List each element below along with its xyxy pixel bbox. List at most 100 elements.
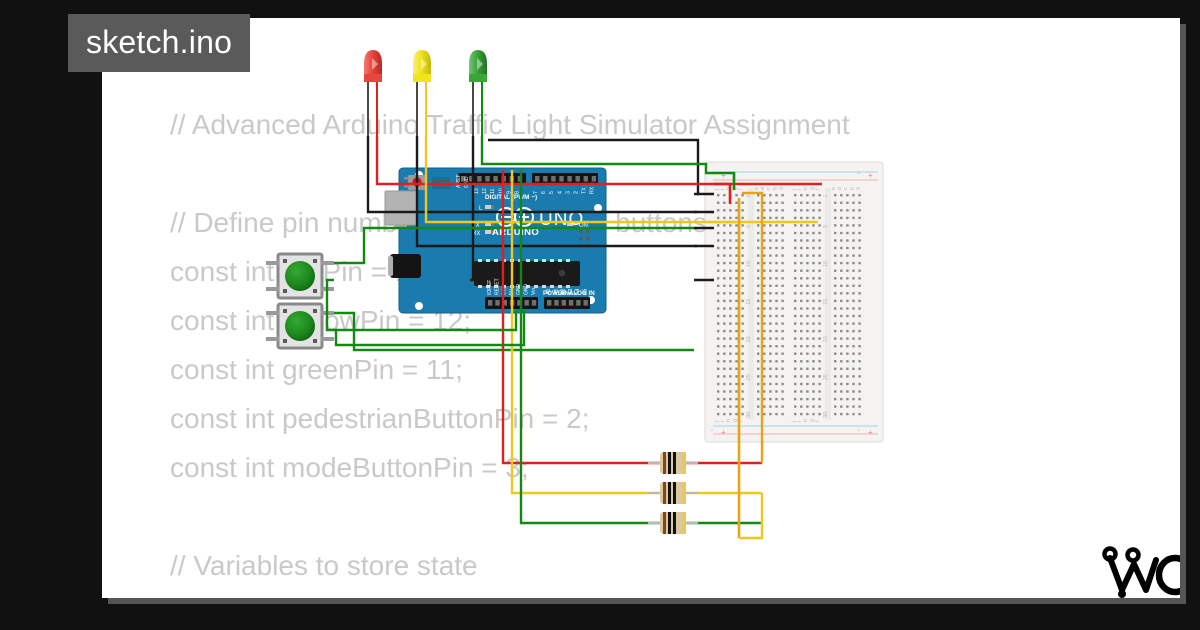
- wire-green-gnd-button1: [325, 278, 518, 332]
- led-red[interactable]: [364, 50, 382, 136]
- wire-green-led-anode: [480, 136, 719, 175]
- svg-text:a: a: [855, 186, 861, 190]
- svg-text:f: f: [738, 188, 744, 190]
- svg-text:+: +: [721, 428, 726, 437]
- wokwi-logo: [1102, 542, 1180, 598]
- led-yellow[interactable]: [413, 50, 431, 136]
- svg-text:+: +: [868, 428, 873, 437]
- svg-text:3: 3: [565, 191, 571, 194]
- resistor-yellow[interactable]: [642, 482, 762, 504]
- svg-text:A0: A0: [546, 289, 552, 295]
- file-tab[interactable]: sketch.ino: [68, 14, 251, 72]
- wire-green-button2: [334, 311, 694, 352]
- breadboard-right-half: − + − +: [802, 171, 878, 437]
- svg-text:j: j: [714, 189, 720, 191]
- svg-text:5: 5: [746, 225, 752, 228]
- svg-text:15: 15: [746, 299, 752, 305]
- aref-label: AREF: [456, 174, 462, 188]
- gnd-label-digital: GND: [464, 176, 470, 188]
- svg-text:13: 13: [474, 188, 480, 194]
- svg-text:j: j: [791, 189, 797, 191]
- svg-text:5: 5: [549, 191, 555, 194]
- svg-text:1: 1: [823, 194, 829, 197]
- svg-text:12: 12: [482, 188, 488, 194]
- svg-text:5: 5: [823, 225, 829, 228]
- svg-text:L: L: [479, 206, 483, 212]
- svg-text:i: i: [797, 189, 803, 190]
- pushbutton-mode[interactable]: [266, 302, 334, 350]
- wire-black-yellow-led: [415, 136, 697, 248]
- svg-text:h: h: [726, 419, 732, 422]
- wire-orange-rail: [742, 191, 764, 463]
- circuit-schematic[interactable]: − + − + − + −: [102, 18, 1180, 598]
- svg-text:A1: A1: [553, 289, 559, 295]
- wire-yellow-resistor-feed: [510, 170, 642, 495]
- bb-terminations: [714, 171, 736, 224]
- status-leds: L TX RX ON: [472, 205, 588, 237]
- analog-header-label: ANALOG IN: [560, 290, 595, 297]
- svg-text:4: 4: [557, 191, 563, 194]
- svg-text:6: 6: [541, 191, 547, 194]
- svg-text:d: d: [837, 187, 843, 190]
- svg-text:j: j: [791, 421, 797, 423]
- analog-header[interactable]: [544, 297, 590, 309]
- svg-text:e: e: [754, 187, 760, 190]
- svg-text:A2: A2: [561, 289, 567, 295]
- svg-text:25: 25: [823, 374, 829, 380]
- svg-text:i: i: [720, 189, 726, 190]
- svg-text:8: 8: [515, 191, 521, 194]
- resistor-green[interactable]: [642, 512, 762, 534]
- svg-text:20: 20: [823, 336, 829, 342]
- led-green[interactable]: [469, 50, 487, 136]
- svg-text:ON: ON: [579, 223, 588, 229]
- svg-text:d: d: [760, 187, 766, 190]
- power-jack: [388, 254, 421, 278]
- resistor-red[interactable]: [642, 452, 762, 474]
- svg-text:f: f: [815, 420, 821, 422]
- svg-text:i: i: [720, 421, 726, 422]
- svg-text:+: +: [721, 171, 726, 180]
- svg-text:g: g: [732, 419, 738, 422]
- svg-text:Vin: Vin: [531, 288, 537, 295]
- svg-text:30: 30: [746, 412, 752, 418]
- svg-text:GND: GND: [516, 284, 522, 296]
- svg-text:−: −: [857, 428, 861, 434]
- svg-text:A5: A5: [583, 289, 589, 295]
- svg-text:i: i: [797, 421, 803, 422]
- pushbutton-pedestrian[interactable]: [266, 252, 334, 300]
- svg-text:−: −: [710, 428, 714, 434]
- svg-text:a: a: [778, 186, 784, 190]
- svg-text:c: c: [766, 187, 772, 190]
- svg-text:15: 15: [823, 299, 829, 305]
- wire-green-resistor-feed: [519, 170, 642, 525]
- breadboard[interactable]: − + − + − + −: [704, 161, 884, 443]
- svg-text:c: c: [843, 187, 849, 190]
- svg-text:RX 0: RX 0: [590, 182, 596, 194]
- svg-text:j: j: [714, 421, 720, 423]
- wire-green-gnd-button2: [334, 310, 526, 347]
- svg-text:A4: A4: [575, 289, 581, 295]
- svg-text:30: 30: [823, 412, 829, 418]
- svg-text:RX: RX: [472, 231, 480, 237]
- board-brand-label: ARDUINO: [492, 227, 539, 238]
- svg-text:7: 7: [533, 191, 539, 194]
- svg-text:f: f: [738, 420, 744, 422]
- wire-red-led-anode: [375, 136, 822, 186]
- svg-text:IOREF: IOREF: [487, 280, 493, 295]
- svg-text:11: 11: [490, 189, 496, 194]
- svg-text:10: 10: [823, 261, 829, 267]
- svg-text:h: h: [803, 419, 809, 422]
- wire-bundle-front: [501, 170, 642, 525]
- svg-text:TX 1: TX 1: [582, 183, 588, 194]
- wire-yellow-led-anode: [424, 136, 818, 224]
- svg-text:3.3V: 3.3V: [502, 284, 508, 295]
- svg-text:g: g: [809, 187, 815, 190]
- wire-yellow-return: [739, 493, 764, 540]
- svg-text:9: 9: [506, 191, 512, 194]
- diagram-canvas[interactable]: // Advanced Arduino Traffic Light Simula…: [102, 18, 1180, 598]
- power-header-label: POWER: [543, 290, 567, 297]
- usb-connector: [384, 190, 418, 228]
- svg-text:1: 1: [746, 194, 752, 197]
- svg-text:−: −: [857, 171, 861, 177]
